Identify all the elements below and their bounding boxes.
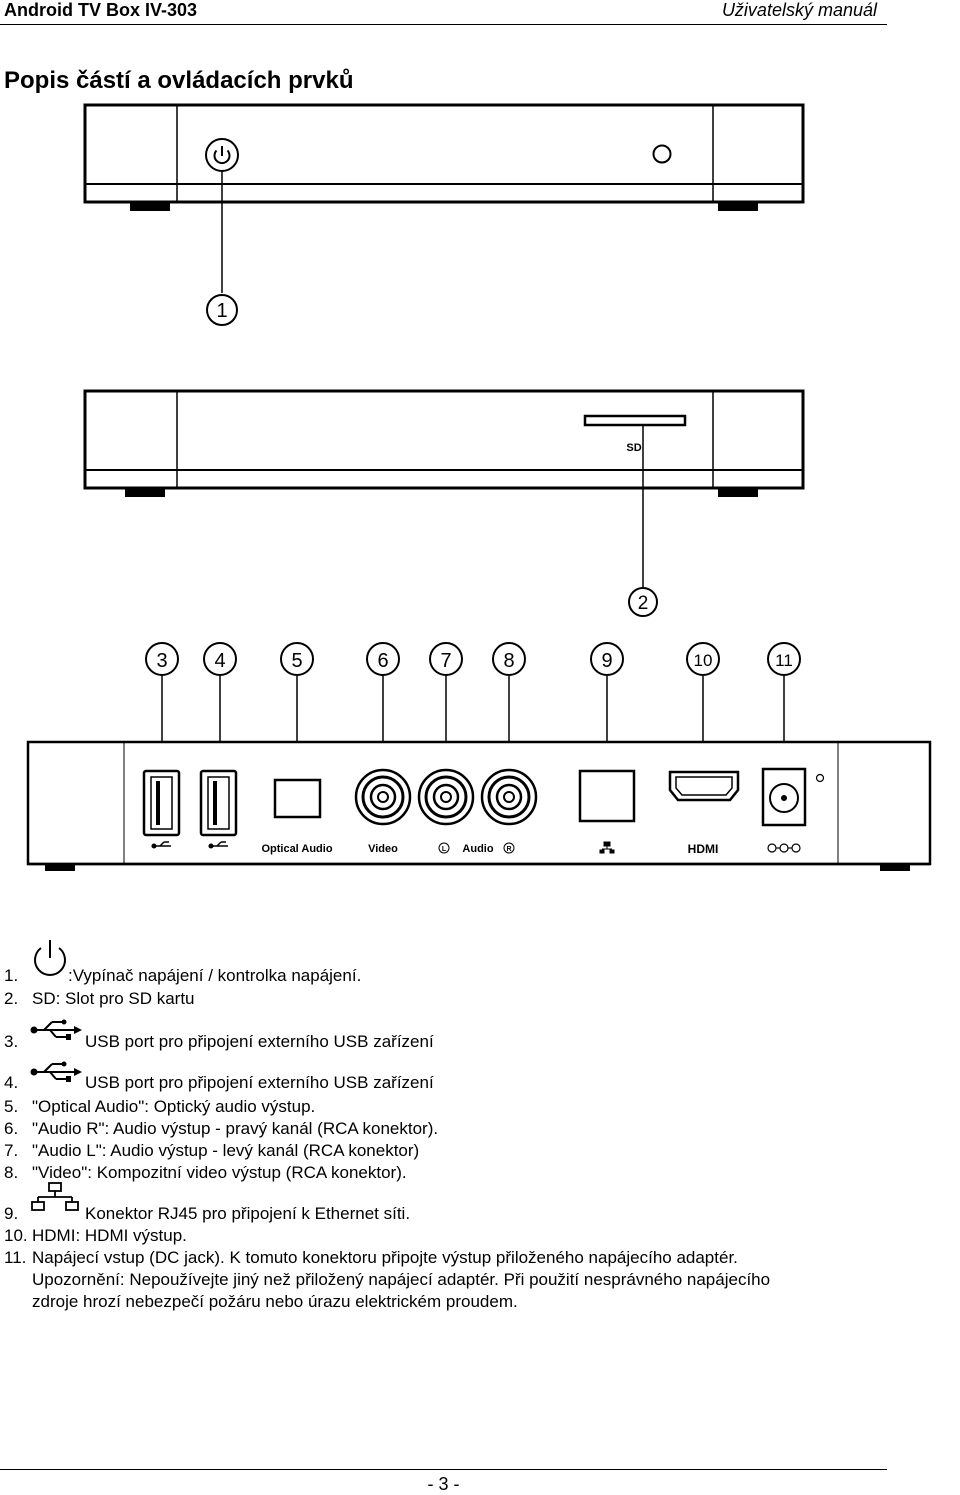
callout-11: 11 xyxy=(775,651,793,670)
callout-9: 9 xyxy=(601,650,612,672)
callout-3: 3 xyxy=(156,650,167,672)
callout-7: 7 xyxy=(440,650,451,672)
usb-port-3-drawing xyxy=(142,769,181,837)
usb-icon xyxy=(30,1061,82,1082)
optical-port-drawing xyxy=(273,778,322,819)
ethernet-icon xyxy=(31,1182,79,1211)
callout-4: 4 xyxy=(214,650,225,672)
document-type: Uživatelský manuál xyxy=(721,0,877,20)
list-item-7: 7."Audio L": Audio výstup - levý kanál (… xyxy=(4,1141,420,1160)
usb-port-4-drawing xyxy=(199,769,238,837)
power-icon xyxy=(34,940,66,976)
list-item-5: 5."Optical Audio": Optický audio výstup. xyxy=(4,1097,316,1116)
warning-line-2: zdroje hrozí nebezpečí požáru nebo úrazu… xyxy=(32,1292,518,1311)
hdmi-label: HDMI xyxy=(688,842,719,856)
audio-right-mark: R xyxy=(506,846,511,853)
power-led-drawing xyxy=(652,144,672,164)
page-header: Android TV Box IV-303 Uživatelský manuál xyxy=(0,0,887,25)
video-label: Video xyxy=(368,843,398,855)
callout-1: 1 xyxy=(216,300,227,322)
callout-2: 2 xyxy=(638,593,649,614)
list-item-4: 4.USB port pro připojení externího USB z… xyxy=(4,1073,434,1092)
callout-6: 6 xyxy=(377,650,388,672)
list-item-10: 10.HDMI: HDMI výstup. xyxy=(4,1226,187,1245)
rear-view-figure: 3 4 5 6 7 8 9 10 11 xyxy=(26,642,932,871)
page-number: - 3 - xyxy=(427,1474,460,1494)
footer-divider xyxy=(0,1469,887,1470)
ethernet-port-drawing xyxy=(578,769,636,823)
optical-audio-label: Optical Audio xyxy=(261,843,332,855)
list-item-6: 6."Audio R": Audio výstup - pravý kanál … xyxy=(4,1119,439,1138)
sd-slot-drawing xyxy=(583,414,687,427)
callout-5: 5 xyxy=(291,650,302,672)
list-item-3: 3.USB port pro připojení externího USB z… xyxy=(4,1032,434,1051)
list-item-1: 1.:Vypínač napájení / kontrolka napájení… xyxy=(4,966,362,985)
warning-line-1: Upozornění: Nepoužívejte jiný než přilož… xyxy=(32,1270,771,1289)
list-item-9: 9.Konektor RJ45 pro připojení k Ethernet… xyxy=(4,1204,411,1223)
list-item-8: 8."Video": Kompozitní video výstup (RCA … xyxy=(4,1163,407,1182)
front-view-figure: 1 xyxy=(83,103,805,326)
section-title: Popis částí a ovládacích prvků xyxy=(4,67,354,94)
audio-left-mark: L xyxy=(442,846,447,853)
side-view-figure: SD 2 xyxy=(83,389,805,617)
product-name: Android TV Box IV-303 xyxy=(4,0,198,20)
list-item-11: 11.Napájecí vstup (DC jack). K tomuto ko… xyxy=(4,1248,738,1267)
usb-icon xyxy=(30,1019,82,1040)
audio-label: Audio xyxy=(462,843,493,855)
sd-slot-label: SD xyxy=(626,442,641,454)
list-item-2: 2.SD: Slot pro SD kartu xyxy=(4,989,195,1008)
device-figures: 1 SD 2 xyxy=(26,103,932,871)
callout-10: 10 xyxy=(694,651,713,670)
callout-8: 8 xyxy=(503,650,514,672)
